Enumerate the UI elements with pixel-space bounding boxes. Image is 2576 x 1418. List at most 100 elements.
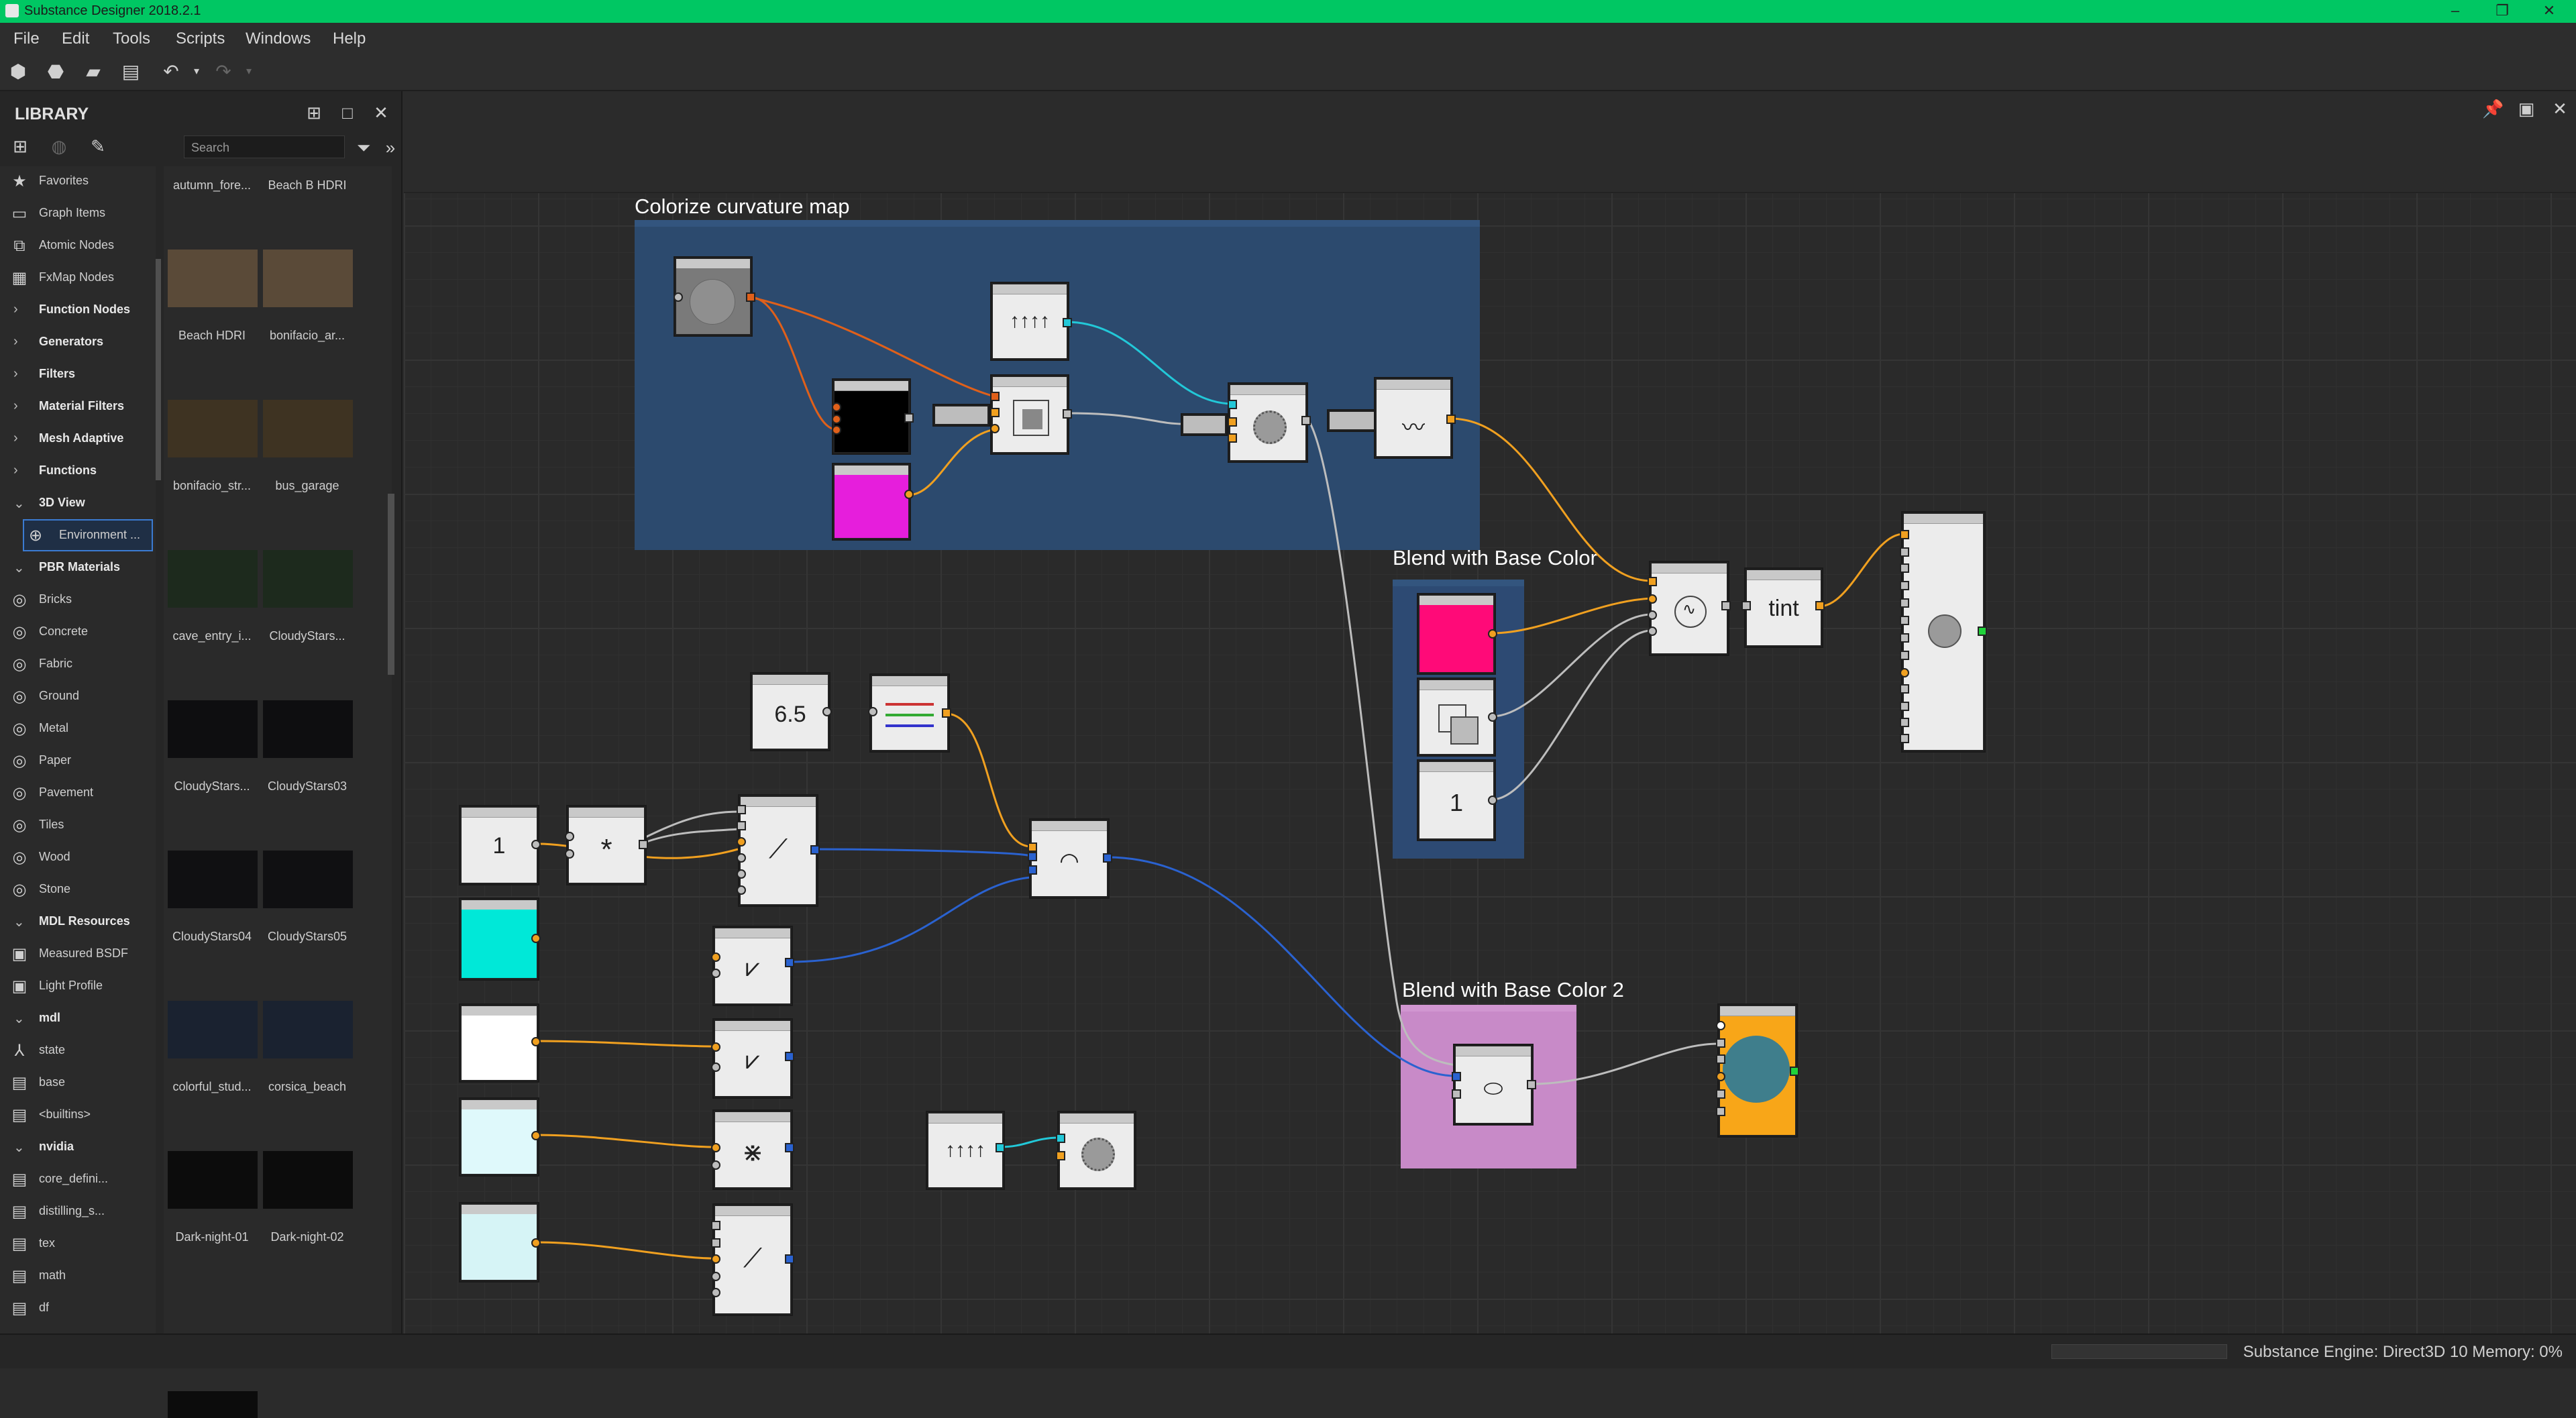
node-port[interactable]	[1488, 796, 1497, 805]
node-material-output[interactable]	[1719, 1005, 1796, 1136]
node-port[interactable]	[1716, 1021, 1725, 1030]
node-port[interactable]	[1716, 1107, 1725, 1116]
node-port[interactable]	[737, 837, 746, 847]
node-port[interactable]	[785, 1254, 794, 1264]
node-color-magenta[interactable]	[833, 464, 910, 539]
node-port[interactable]	[1063, 318, 1072, 327]
node-port[interactable]	[1056, 1134, 1065, 1143]
environment-thumbnail[interactable]	[263, 400, 353, 457]
node-blend-mode[interactable]	[1418, 679, 1495, 755]
node-port[interactable]	[1900, 616, 1909, 625]
node-port[interactable]	[1648, 626, 1657, 636]
node-fresnel-layer[interactable]: ◠	[1030, 820, 1108, 897]
node-port[interactable]	[1900, 734, 1909, 743]
node-color-mix[interactable]	[871, 675, 949, 751]
node-port[interactable]	[1900, 702, 1909, 711]
node-port[interactable]	[1900, 598, 1909, 608]
filter-icon[interactable]: ⏷	[356, 138, 371, 158]
node-port[interactable]	[711, 1042, 720, 1052]
node-diffuse-transmission-bsdf[interactable]: ⋇	[714, 1111, 792, 1189]
tree-item[interactable]: ◎Bricks	[0, 585, 154, 614]
node-port[interactable]	[1488, 629, 1497, 639]
pin-icon[interactable]: 📌	[2482, 99, 2504, 119]
open-folder-icon[interactable]: ▰	[86, 61, 101, 82]
node-port[interactable]	[1228, 433, 1237, 443]
tree-item[interactable]: ⌄PBR Materials	[0, 553, 154, 582]
node-port[interactable]	[810, 845, 820, 855]
node-port[interactable]	[996, 1143, 1005, 1152]
node-port[interactable]	[990, 408, 1000, 417]
minimize-button[interactable]: –	[2451, 2, 2460, 19]
node-port[interactable]	[1648, 610, 1657, 620]
maximize-button[interactable]: ❐	[2496, 2, 2509, 19]
environment-thumbnail[interactable]	[263, 700, 353, 758]
node-color-cyan[interactable]	[460, 899, 538, 979]
undo-icon[interactable]: ↶	[163, 61, 179, 82]
node-port[interactable]	[1716, 1089, 1725, 1099]
node-port[interactable]	[832, 425, 841, 435]
tree-item[interactable]: ⌄mdl	[0, 1003, 154, 1033]
environment-thumbnail[interactable]	[263, 250, 353, 307]
node-specular-bsdf-2[interactable]: ⩗	[714, 1020, 792, 1097]
tree-item[interactable]: ▤math	[0, 1261, 154, 1291]
tree-item[interactable]: ▣Light Profile	[0, 971, 154, 1001]
node-port[interactable]	[832, 402, 841, 412]
expand-panel-icon[interactable]: »	[385, 138, 396, 158]
node-port[interactable]	[531, 1131, 541, 1140]
node-material-surface[interactable]: ⬭	[1454, 1045, 1532, 1124]
node-port[interactable]	[1527, 1080, 1536, 1089]
node-port[interactable]	[711, 969, 720, 978]
node-color-pale-cyan[interactable]	[460, 1203, 538, 1281]
node-port[interactable]	[737, 805, 746, 814]
node-port[interactable]	[785, 1143, 794, 1152]
node-port[interactable]	[1301, 416, 1311, 425]
environment-thumbnail[interactable]	[168, 1391, 258, 1418]
tree-item[interactable]: ⌄nvidia	[0, 1132, 154, 1162]
node-port[interactable]	[1716, 1054, 1725, 1064]
node-port[interactable]	[674, 292, 683, 302]
node-color-pink[interactable]	[1418, 594, 1495, 673]
node-port[interactable]	[1063, 409, 1072, 419]
undo-dropdown-icon[interactable]: ▾	[193, 66, 200, 77]
node-diffuse-edf[interactable]: ↑↑↑↑	[991, 283, 1068, 360]
node-curvature[interactable]	[675, 258, 751, 335]
tree-item[interactable]: ›Filters	[0, 360, 154, 389]
tree-item[interactable]: ◎Tiles	[0, 810, 154, 840]
tree-item[interactable]: ›Generators	[0, 327, 154, 357]
node-port[interactable]	[1900, 651, 1909, 660]
new-package-icon[interactable]: ⬢	[9, 61, 27, 82]
node-port[interactable]	[737, 853, 746, 863]
tree-item[interactable]: ⧉Atomic Nodes	[0, 231, 154, 260]
node-float-6-5[interactable]: 6.5	[751, 673, 829, 750]
tree-item[interactable]: ▤<builtins>	[0, 1100, 154, 1130]
node-port[interactable]	[1721, 601, 1731, 610]
node-port[interactable]	[1446, 415, 1456, 424]
node-port[interactable]	[531, 1037, 541, 1046]
save-icon[interactable]: ▤	[121, 61, 140, 82]
close-window-button[interactable]: ✕	[2542, 2, 2556, 19]
tree-item[interactable]: ›Mesh Adaptive	[0, 424, 154, 453]
node-port[interactable]	[1028, 865, 1037, 875]
tree-item[interactable]: ›Function Nodes	[0, 295, 154, 325]
node-port[interactable]	[711, 1238, 720, 1248]
tree-item[interactable]: ▤core_defini...	[0, 1164, 154, 1194]
node-emission-color[interactable]: 〰	[1375, 378, 1452, 457]
redo-icon[interactable]: ↷	[215, 61, 231, 82]
tree-item[interactable]: ⌄3D View	[0, 488, 154, 518]
node-port[interactable]	[711, 1160, 720, 1170]
node-port[interactable]	[822, 707, 832, 716]
tree-item[interactable]: ◎Metal	[0, 714, 154, 743]
node-reroute-1[interactable]	[1182, 415, 1226, 435]
node-port[interactable]	[1900, 530, 1909, 539]
node-port[interactable]	[1900, 718, 1909, 727]
node-port[interactable]	[711, 1143, 720, 1152]
library-search-input[interactable]: Search	[184, 135, 345, 158]
node-port[interactable]	[1900, 668, 1909, 677]
node-multiply[interactable]: *	[568, 806, 645, 884]
node-port[interactable]	[1028, 842, 1037, 852]
node-tile-texture[interactable]	[991, 376, 1068, 453]
tree-item[interactable]: ◎Wood	[0, 842, 154, 872]
thumbnail-scrollbar[interactable]	[388, 494, 394, 675]
node-port[interactable]	[1228, 417, 1237, 427]
node-port[interactable]	[531, 934, 541, 943]
